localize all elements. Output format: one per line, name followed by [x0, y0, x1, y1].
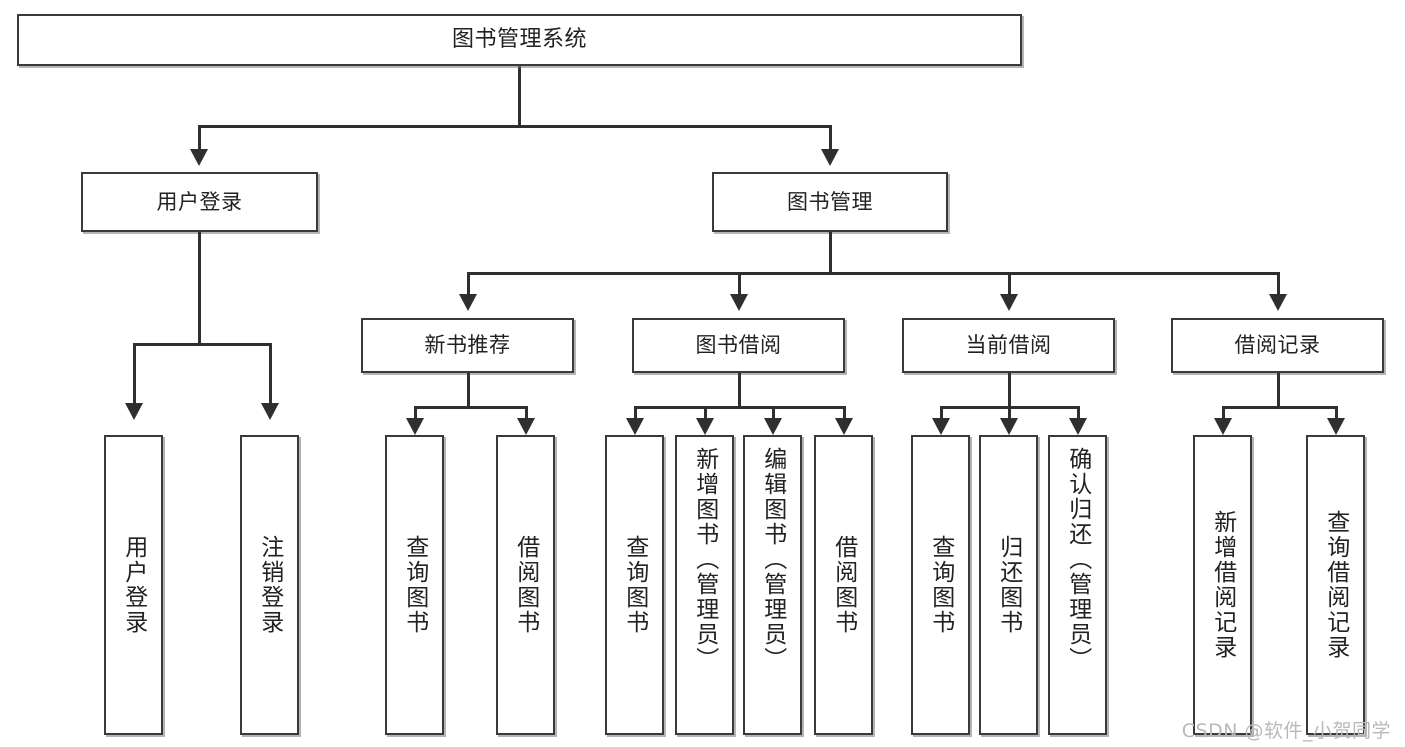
leaf-borrow-book-2[interactable]: 借阅图书: [814, 435, 873, 735]
connector-bm-drop-2: [738, 272, 741, 296]
csdn-watermark: CSDN @软件_小贺同学: [1181, 720, 1391, 742]
arrow-bb-leaf-1: [626, 418, 644, 435]
arrow-bm-to-book-borrow: [730, 294, 748, 311]
connector-bb-stem: [738, 373, 741, 406]
node-borrow-record-label: 借阅记录: [1234, 333, 1321, 358]
connector-br-drop-2: [1335, 406, 1338, 420]
leaf-user-login-label: 用户登录: [120, 535, 147, 635]
arrow-cb-leaf-3: [1069, 418, 1087, 435]
connector-bm-drop-3: [1008, 272, 1011, 296]
connector-user-login-drop-1: [133, 343, 136, 405]
leaf-return-book-label: 归还图书: [995, 535, 1022, 635]
arrow-br-leaf-2: [1327, 418, 1345, 435]
arrow-user-login-leaf-1: [125, 403, 143, 420]
leaf-confirm-return[interactable]: 确认归还（管理员）: [1048, 435, 1107, 735]
connector-br-drop-1: [1222, 406, 1225, 420]
connector-br-stem: [1277, 373, 1280, 406]
leaf-query-book-2[interactable]: 查询图书: [605, 435, 664, 735]
arrow-bm-to-borrow-record: [1269, 294, 1287, 311]
node-root[interactable]: 图书管理系统: [17, 14, 1022, 66]
connector-root-stem: [518, 65, 521, 125]
leaf-query-book-1-label: 查询图书: [401, 535, 428, 635]
leaf-query-book-3-label: 查询图书: [927, 535, 954, 635]
leaf-add-book-label: 新增图书（管理员）: [691, 447, 718, 672]
leaf-borrow-book-1[interactable]: 借阅图书: [496, 435, 555, 735]
arrow-cb-leaf-2: [1000, 418, 1018, 435]
arrow-user-login-leaf-2: [261, 403, 279, 420]
node-new-book-rec[interactable]: 新书推荐: [361, 318, 574, 373]
leaf-edit-book[interactable]: 编辑图书（管理员）: [743, 435, 802, 735]
connector-user-login-drop-2: [269, 343, 272, 405]
leaf-query-book-3[interactable]: 查询图书: [911, 435, 970, 735]
node-current-borrow-label: 当前借阅: [965, 333, 1052, 358]
node-current-borrow[interactable]: 当前借阅: [902, 318, 1115, 373]
connector-bb-drop-2: [704, 406, 707, 420]
connector-nbr-drop-2: [525, 406, 528, 420]
connector-bm-drop-1: [467, 272, 470, 296]
arrow-root-to-book-manage: [821, 149, 839, 166]
leaf-return-book[interactable]: 归还图书: [979, 435, 1038, 735]
arrow-root-to-user-login: [190, 149, 208, 166]
leaf-add-record-label: 新增借阅记录: [1209, 510, 1236, 660]
arrow-bb-leaf-4: [835, 418, 853, 435]
arrow-bb-leaf-2: [696, 418, 714, 435]
leaf-borrow-book-2-label: 借阅图书: [830, 535, 857, 635]
connector-bm-drop-4: [1277, 272, 1280, 296]
connector-nbr-bus: [414, 406, 528, 409]
leaf-query-book-2-label: 查询图书: [621, 535, 648, 635]
connector-nbr-stem: [467, 373, 470, 406]
arrow-nbr-leaf-2: [517, 418, 535, 435]
arrow-bm-to-new-book-rec: [459, 294, 477, 311]
connector-bb-drop-1: [634, 406, 637, 420]
leaf-query-record[interactable]: 查询借阅记录: [1306, 435, 1365, 735]
connector-cb-stem: [1008, 373, 1011, 406]
connector-book-manage-stem: [829, 232, 832, 272]
node-user-login[interactable]: 用户登录: [81, 172, 318, 232]
arrow-bm-to-current-borrow: [1000, 294, 1018, 311]
connector-bb-drop-3: [772, 406, 775, 420]
node-book-manage[interactable]: 图书管理: [712, 172, 948, 232]
arrow-bb-leaf-3: [764, 418, 782, 435]
node-user-login-label: 用户登录: [156, 189, 243, 214]
leaf-add-record[interactable]: 新增借阅记录: [1193, 435, 1252, 735]
connector-br-bus: [1222, 406, 1338, 409]
connector-user-login-stem: [198, 232, 201, 343]
leaf-logout[interactable]: 注销登录: [240, 435, 299, 735]
arrow-nbr-leaf-1: [406, 418, 424, 435]
connector-user-login-bus: [133, 343, 271, 346]
connector-cb-drop-1: [940, 406, 943, 420]
leaf-logout-label: 注销登录: [256, 535, 283, 635]
leaf-add-book[interactable]: 新增图书（管理员）: [675, 435, 734, 735]
connector-book-manage-bus: [467, 272, 1280, 275]
connector-root-bus: [198, 125, 832, 128]
connector-root-to-book-manage: [829, 125, 832, 151]
node-root-label: 图书管理系统: [451, 27, 587, 53]
leaf-confirm-return-label: 确认归还（管理员）: [1064, 447, 1091, 672]
node-new-book-rec-label: 新书推荐: [424, 333, 511, 358]
leaf-edit-book-label: 编辑图书（管理员）: [759, 447, 786, 672]
connector-cb-drop-3: [1077, 406, 1080, 420]
arrow-br-leaf-1: [1214, 418, 1232, 435]
leaf-user-login[interactable]: 用户登录: [104, 435, 163, 735]
connector-cb-drop-2: [1008, 406, 1011, 420]
leaf-query-record-label: 查询借阅记录: [1322, 510, 1349, 660]
arrow-cb-leaf-1: [932, 418, 950, 435]
connector-root-to-user-login: [198, 125, 201, 151]
connector-bb-bus: [634, 406, 846, 409]
node-borrow-record[interactable]: 借阅记录: [1171, 318, 1384, 373]
node-book-borrow-label: 图书借阅: [695, 333, 782, 358]
connector-nbr-drop-1: [414, 406, 417, 420]
leaf-query-book-1[interactable]: 查询图书: [385, 435, 444, 735]
leaf-borrow-book-1-label: 借阅图书: [512, 535, 539, 635]
connector-bb-drop-4: [843, 406, 846, 420]
node-book-borrow[interactable]: 图书借阅: [632, 318, 845, 373]
node-book-manage-label: 图书管理: [787, 189, 873, 214]
